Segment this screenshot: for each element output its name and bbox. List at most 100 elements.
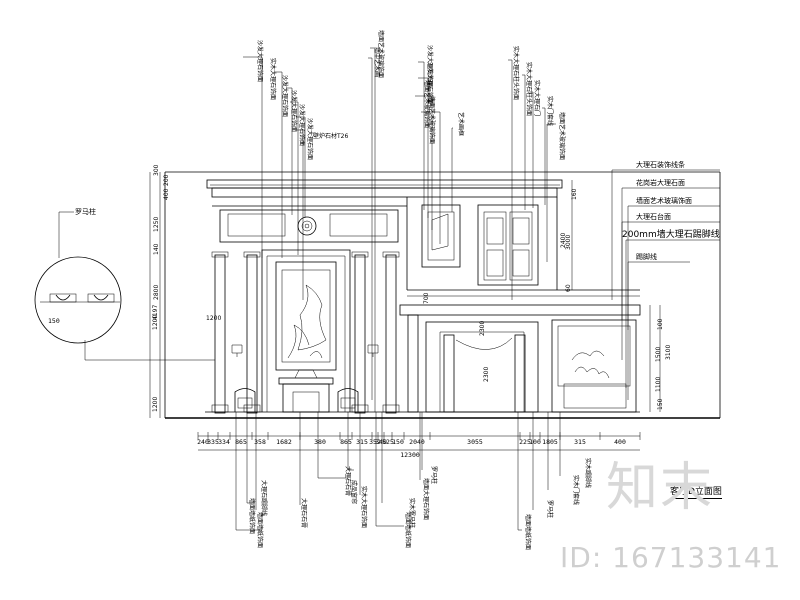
dimension-value: 380 xyxy=(314,438,326,446)
dimension-value: 1200 xyxy=(152,397,159,412)
fireplace-mantel xyxy=(278,369,334,413)
callout-label: 沙发大理石饰面 xyxy=(256,40,264,82)
detail-label: 罗马柱 xyxy=(75,207,96,216)
callout-label: 大理石台面 xyxy=(636,212,671,221)
dimension-value: 352 xyxy=(369,438,381,446)
detail-dimension: 150 xyxy=(48,317,60,325)
callout-label: 实木大理石柱头饰面 xyxy=(525,62,533,116)
callout-label: 沙发大理石饰面 xyxy=(290,90,298,132)
dimension-value: 4197 xyxy=(152,305,159,320)
callout-label: 墙面墙纸饰面 xyxy=(524,514,532,550)
dimension-value: 3000 xyxy=(565,235,572,250)
wall-sconce-left xyxy=(231,344,243,357)
dimension-value: 865 xyxy=(235,438,247,446)
column-detail-callout: 150 xyxy=(34,211,215,361)
callout-label: 沙发大理石饰面 xyxy=(298,104,306,146)
callout-label: 踢脚线 xyxy=(636,252,657,261)
callout-label: 沙发大理石饰面 xyxy=(426,62,434,104)
armchair-right xyxy=(337,388,359,412)
fireplace-bay xyxy=(211,209,400,414)
dimension-value: 2300 xyxy=(483,367,490,382)
dimension-total: 12300 xyxy=(400,451,420,459)
dimension-value: 150 xyxy=(392,438,404,446)
callout-labels: 沙发大理石饰面实木大理石饰面沙发大理石饰面沙发大理石饰面沙发大理石饰面沙发大理石… xyxy=(75,30,720,550)
callout-label: 200mm墙大理石踢脚线 xyxy=(622,228,720,240)
callout-label: 实木门套线 xyxy=(546,96,554,126)
dimension-value: 100 xyxy=(657,318,664,330)
dimension-value: 315 xyxy=(574,438,586,446)
callout-label: 实木大理石门 xyxy=(533,80,541,116)
callout-label: 实木门套线 xyxy=(572,475,580,505)
watermark-id: ID: 167133141 xyxy=(560,541,782,574)
artwork xyxy=(287,284,327,359)
callout-label: 罗马柱 xyxy=(546,500,554,518)
callout-label: 墙面墙纸饰面 xyxy=(404,512,412,548)
callout-label: 墙面艺术玻璃饰面 xyxy=(558,112,566,160)
dimension-value: 100 xyxy=(529,438,541,446)
wall-sconce-right xyxy=(367,344,379,357)
dimension-value: 700 xyxy=(423,292,430,304)
callout-label: 罗马柱 xyxy=(430,466,438,484)
callout-label: 墙面墙纸饰面 xyxy=(256,512,264,548)
column-right-outer xyxy=(382,251,400,414)
callout-label: 沙发大理石饰面 xyxy=(426,45,434,87)
dimension-value: 1682 xyxy=(276,438,292,446)
callout-label: 艺术画框 xyxy=(457,112,465,136)
column-left-outer xyxy=(211,251,229,414)
callout-label: 墙面大理石饰面 xyxy=(422,478,430,520)
callout-label: 墙面艺术玻璃饰面 xyxy=(377,30,385,78)
display-cabinet xyxy=(563,350,627,409)
callout-label: 墙面艺术玻璃饰面 xyxy=(636,196,692,205)
callout-label: 沙发大理石饰面 xyxy=(281,75,289,117)
dimension-value: 334 xyxy=(218,438,230,446)
dimension-value: 150 xyxy=(657,398,664,410)
dimension-value: 200 xyxy=(163,174,170,186)
dimension-value: 300 xyxy=(153,164,160,176)
watermark-logo: 知末 xyxy=(606,458,715,518)
leader-lines-bottom xyxy=(235,412,561,531)
dimension-value: 1805 xyxy=(542,438,558,446)
callout-label: 实木踢脚线 xyxy=(584,458,592,488)
dimension-value: 400 xyxy=(163,188,170,200)
callout-label: 实木大理石柱头饰面 xyxy=(512,46,520,100)
column-right-inner xyxy=(351,251,369,414)
dimension-value: 2300 xyxy=(479,321,486,336)
dimension-value: 3055 xyxy=(467,438,483,446)
callout-label: 大理石踢脚线 xyxy=(260,480,268,516)
dimension-right: 1603000240060100310015001100150120023002… xyxy=(206,180,672,412)
dimension-value: 1100 xyxy=(655,377,662,392)
wall-outline xyxy=(164,171,721,419)
dimension-value: 340 xyxy=(375,438,387,446)
callout-label: 墙面艺术玻璃饰面 xyxy=(428,96,436,144)
callout-label: 实木罗马柱 xyxy=(408,498,416,528)
leader-lines-top xyxy=(243,47,556,412)
dimension-value: 1200 xyxy=(152,315,159,330)
dimension-value: 1500 xyxy=(655,347,662,362)
dimension-value: 60 xyxy=(565,284,572,292)
right-bay xyxy=(399,304,641,413)
dimension-value: 2800 xyxy=(153,285,160,300)
callout-label: 沙发大理石饰面 xyxy=(306,118,314,160)
dimension-value: 3100 xyxy=(665,345,672,360)
dimension-value: 140 xyxy=(153,243,160,255)
callout-label: 墙面墙纸饰面 xyxy=(248,498,256,534)
leader-lines-right xyxy=(611,169,720,400)
callout-label: 大理石装饰线条 xyxy=(636,160,685,169)
dimension-value: 1250 xyxy=(153,217,160,232)
ornament-note: 壁炉石材T26 xyxy=(313,132,348,140)
callout-label: 实木大理石饰面 xyxy=(360,486,368,528)
dimension-value: 2040 xyxy=(409,438,425,446)
dimension-value: 225 xyxy=(519,438,531,446)
dimension-value: 335 xyxy=(207,438,219,446)
callout-label: 花岗岩大理石面 xyxy=(636,178,685,187)
dimension-value: 2400 xyxy=(560,233,567,248)
callout-label: 墙面艺术玻璃饰面 xyxy=(423,80,431,128)
dimension-value: 315 xyxy=(356,438,368,446)
dimension-value: 240 xyxy=(197,438,209,446)
dimension-value: 865 xyxy=(340,438,352,446)
callout-label: 大理石石膏 xyxy=(300,498,308,528)
